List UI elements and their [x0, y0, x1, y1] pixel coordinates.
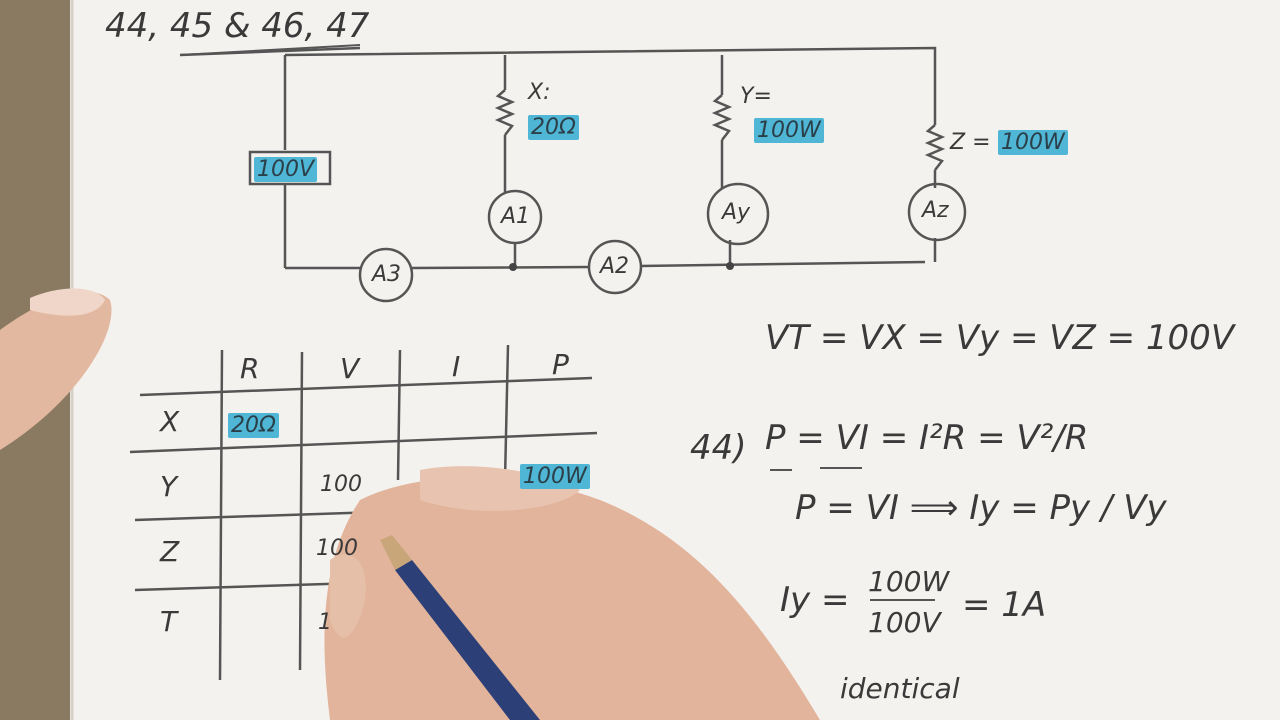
ammeter-a3-label: A3 — [372, 262, 402, 287]
resistor-x-icon — [494, 89, 516, 136]
resistor-x-value: 20Ω — [528, 115, 579, 140]
table-cell-z-v: 100 — [316, 536, 358, 561]
note-line-4-numerator: 100W — [868, 565, 950, 598]
table-grid — [129, 344, 598, 681]
note-line-4-left: Iy = — [780, 580, 850, 620]
ammeter-a2-label: A2 — [600, 254, 630, 279]
source-voltage-label: 100V — [254, 157, 318, 182]
table-row-x-label: X — [160, 405, 180, 438]
ammeter-az-icon — [907, 182, 967, 242]
note-line-1: VT = VX = Vy = VZ = 100V — [765, 318, 1235, 358]
resistor-z-value: 100W — [998, 130, 1068, 155]
resistor-z-label: Z = — [950, 130, 991, 155]
table-header-v: V — [340, 352, 360, 385]
note-line-4-right: = 1A — [962, 585, 1047, 625]
table-row-t-label: T — [160, 605, 178, 638]
note-line-4-denominator: 100V — [868, 606, 941, 639]
table-header-i: I — [452, 350, 461, 383]
ammeter-az-label: Az — [922, 198, 949, 223]
ammeter-a1-icon — [487, 189, 543, 245]
junction-dot — [509, 263, 517, 271]
circuit-wires — [179, 46, 937, 270]
problem-numbers: 44, 45 & 46, 47 — [105, 6, 370, 46]
note-problem-number: 44) — [690, 428, 747, 468]
junction-dot — [726, 262, 734, 270]
ammeter-a1-label: A1 — [501, 204, 531, 229]
note-line-5: identical — [840, 672, 960, 705]
pencil — [380, 535, 540, 720]
table-cell-y-v: 100 — [320, 472, 362, 497]
ammeter-a2-icon — [587, 239, 643, 295]
battery-icon — [248, 150, 332, 186]
header-underline — [179, 44, 361, 56]
table-cell-x-r: 20Ω — [228, 413, 279, 438]
table-row-y-label: Y — [160, 470, 178, 503]
table-row-z-label: Z — [160, 535, 180, 568]
table-header-r: R — [240, 352, 260, 385]
resistor-z-icon — [924, 124, 946, 171]
resistor-x-label: X: — [528, 80, 551, 105]
resistor-y-value: 100W — [754, 118, 824, 143]
table-cell-t-v: 1 — [318, 610, 332, 635]
ammeter-ay-label: Ay — [722, 200, 751, 225]
ammeter-a3-icon — [358, 247, 414, 303]
resistor-y-label: Y= — [740, 84, 772, 109]
table-cell-y-p: 100W — [520, 464, 590, 489]
resistor-y-icon — [711, 94, 733, 141]
note-line-2: P = VI = I²R = V²/R — [765, 418, 1089, 458]
hand — [0, 288, 820, 720]
table-header-p: P — [552, 348, 569, 381]
ammeter-ay-icon — [706, 182, 770, 246]
note-line-3: P = VI ⟹ Iy = Py / Vy — [795, 488, 1167, 528]
